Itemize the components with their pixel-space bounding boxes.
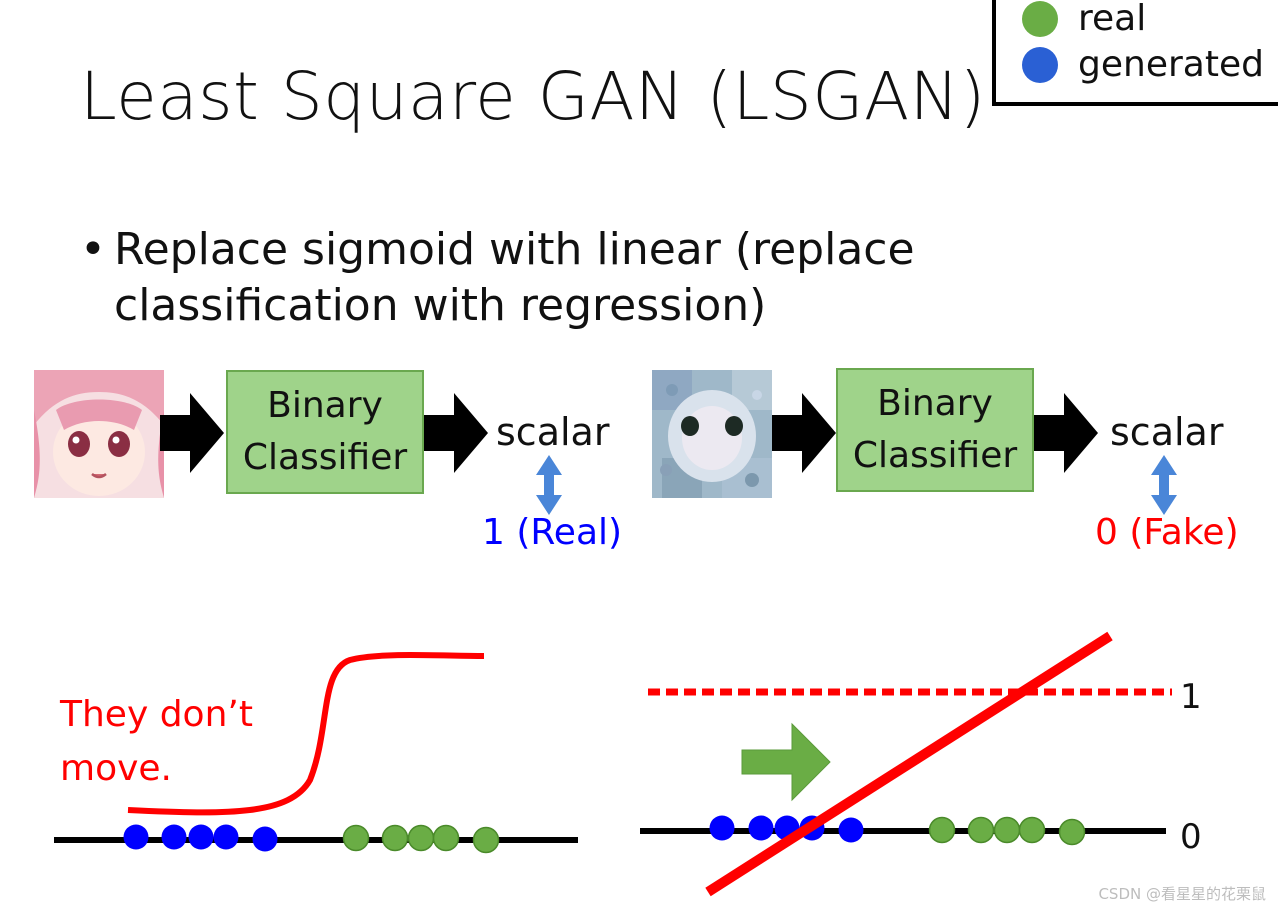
caption-they-dont-move: They don’t move. [60,694,253,789]
bullet-marker: • [80,224,106,275]
bullet-text: Replace sigmoid with linear (replace cla… [114,224,915,331]
target-fake-label: 0 (Fake) [1095,512,1239,553]
legend-label-generated: generated [1078,44,1264,85]
generated-point [709,815,735,841]
generated-point [161,824,187,850]
real-points [928,816,1086,846]
arrow-right-icon [772,393,836,473]
binary-classifier-box: Binary Classifier [226,370,424,494]
generated-point [123,824,149,850]
slide-title: Least Square GAN (LSGAN) [80,58,986,135]
double-arrow-icon [536,455,562,515]
tick-label-1: 1 [1180,677,1202,717]
generated-point [252,826,278,852]
double-arrow-icon [1151,455,1177,515]
blue-dot-icon [1022,46,1058,83]
classifier-line2: Classifier [852,435,1018,476]
real-point [432,824,460,852]
real-point [967,816,995,844]
classifier-line1: Binary [877,383,993,424]
legend-item-real: real [1022,0,1146,39]
real-point [1058,818,1086,846]
classifier-line1: Binary [267,385,383,426]
anime-face-image [34,370,164,498]
generated-point [188,824,214,850]
arrow-right-icon [424,393,488,473]
generated-points [123,824,278,852]
real-point [928,816,956,844]
arrow-right-icon [1034,393,1098,473]
classifier-line2: Classifier [242,437,408,478]
legend: real generated [992,0,1278,106]
linear-regression-line [705,631,1113,897]
real-point [1018,816,1046,844]
real-point [407,824,435,852]
arrow-right-icon [160,393,224,473]
binary-classifier-box: Binary Classifier [836,368,1034,492]
tick-label-0: 0 [1180,817,1202,857]
green-dot-icon [1022,0,1058,37]
legend-item-generated: generated [1022,44,1264,85]
scalar-label: scalar [1110,410,1224,454]
real-point [342,824,370,852]
scalar-label: scalar [496,410,610,454]
sigmoid-plot [54,652,578,854]
real-point [472,826,500,854]
target-real-label: 1 (Real) [482,512,623,553]
real-points [342,824,500,854]
move-right-arrow-icon [741,722,831,802]
real-point [993,816,1021,844]
linear-plot: 1 0 [640,631,1202,897]
generated-point [838,817,864,843]
real-point [381,824,409,852]
generated-point [748,815,774,841]
watermark: CSDN @看星星的花栗鼠 [1098,885,1266,903]
legend-label-real: real [1078,0,1147,39]
generated-noisy-face-image [652,370,772,498]
sigmoid-curve [127,652,485,816]
generated-point [213,824,239,850]
